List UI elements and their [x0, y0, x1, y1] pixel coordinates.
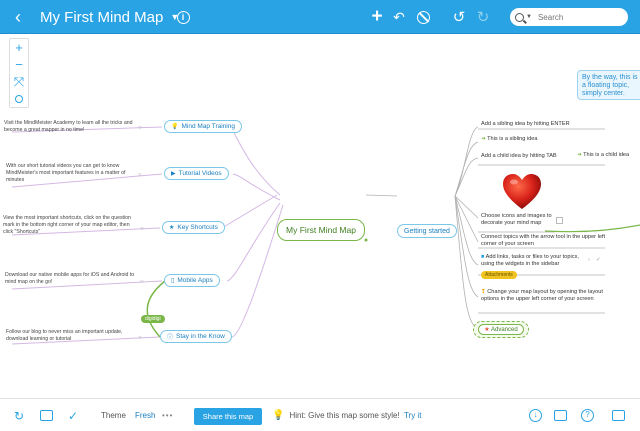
top-toolbar: ‹ My First Mind Map ▼ i + ↶ ↺ ↻ ▼: [0, 0, 640, 34]
fit-screen-button[interactable]: ⤧: [13, 74, 25, 89]
desc-mobile-apps: Download our native mobile apps for iOS …: [5, 272, 135, 285]
arrow-right-icon: ➜: [577, 152, 582, 158]
help-icon: ?: [581, 409, 594, 422]
theme-label: Theme: [101, 411, 126, 420]
lightbulb-icon: 💡: [272, 410, 285, 421]
collapse-toggle[interactable]: ○: [138, 125, 142, 131]
collapse-toggle[interactable]: ○: [140, 279, 144, 285]
monitor-icon: [40, 410, 53, 421]
info-button[interactable]: i: [174, 0, 192, 34]
node-advanced[interactable]: ★ Advanced: [473, 321, 529, 338]
add-topic-button[interactable]: +: [371, 6, 383, 27]
checkmark-icon[interactable]: ✓: [596, 257, 601, 263]
print-button[interactable]: [554, 399, 567, 431]
phone-icon: ▯: [171, 278, 175, 284]
back-arrow-icon[interactable]: ‹: [15, 6, 21, 27]
map-title: My First Mind Map: [40, 8, 164, 26]
theme-value[interactable]: Fresh: [135, 411, 156, 420]
arrow-right-icon: ➜: [481, 136, 486, 142]
desc-key-shortcuts: View the most important shortcuts, click…: [3, 215, 131, 235]
item-sibling-idea[interactable]: ➜ This is a sibling idea: [481, 136, 538, 142]
center-button[interactable]: [10, 90, 28, 107]
zoom-in-button[interactable]: +: [15, 40, 23, 55]
star-icon: ★: [169, 225, 175, 231]
zoom-out-button[interactable]: −: [15, 57, 23, 72]
delete-button[interactable]: [414, 0, 432, 34]
connect-arrow-button[interactable]: ↶: [393, 8, 405, 25]
desc-stay-in-the-know: Follow our blog to never miss an importa…: [6, 329, 123, 342]
root-topic[interactable]: My First Mind Map: [277, 219, 365, 241]
download-button[interactable]: ↓: [529, 399, 542, 431]
chevron-down-icon: ▼: [526, 14, 532, 20]
map-title-dropdown[interactable]: My First Mind Map ▼: [40, 0, 179, 34]
chevron-down-icon: ▼: [170, 12, 180, 22]
desc-mind-map-training: Visit the MindMeister Academy to learn a…: [4, 120, 133, 133]
mind-map-canvas[interactable]: + − ⤧ By the way, this is a floating top…: [0, 35, 640, 398]
tasks-button[interactable]: ✓: [68, 408, 79, 423]
item-connect-topics[interactable]: Connect topics with the arrow tool in th…: [481, 234, 606, 247]
info-icon: ⓘ: [167, 335, 174, 341]
printer-icon: [554, 410, 567, 421]
center-icon: [15, 95, 23, 103]
more-themes-button[interactable]: •••: [162, 411, 174, 420]
note-icon: [556, 217, 563, 224]
presentation-button[interactable]: [40, 399, 53, 431]
collapse-toggle[interactable]: ○: [138, 172, 142, 178]
sidebar-toggle-button[interactable]: [612, 399, 625, 431]
search-box[interactable]: ▼: [510, 8, 628, 26]
attachments-tag[interactable]: Attachments: [481, 271, 517, 279]
item-add-links[interactable]: ■ Add links, tasks or files to your topi…: [481, 254, 579, 267]
search-icon: [515, 12, 524, 22]
item-child-idea[interactable]: ➜ This is a child idea: [577, 152, 630, 158]
node-tutorial-videos[interactable]: ▶Tutorial Videos: [164, 167, 229, 180]
item-add-child[interactable]: Add a child idea by hitting TAB: [481, 153, 557, 159]
item-add-sibling[interactable]: Add a sibling idea by hitting ENTER: [481, 121, 570, 127]
try-it-link[interactable]: Try it: [403, 411, 422, 420]
star-icon: ★: [484, 327, 490, 333]
item-icons-images[interactable]: Choose icons and images to decorate your…: [481, 213, 552, 226]
node-mobile-apps[interactable]: ▯Mobile Apps: [164, 274, 220, 287]
lightbulb-icon: ❢: [481, 289, 486, 295]
hint-text: 💡Hint: Give this map some style! Try it: [272, 410, 422, 421]
block-icon: [416, 10, 430, 24]
collapse-toggle[interactable]: ○: [140, 226, 144, 232]
node-mind-map-training[interactable]: 💡Mind Map Training: [164, 120, 242, 133]
node-getting-started[interactable]: Getting started: [397, 224, 457, 238]
lightbulb-icon: 💡: [171, 124, 179, 130]
floating-topic[interactable]: By the way, this is a floating topic, si…: [577, 70, 640, 100]
zoom-panel: + − ⤧: [9, 38, 29, 108]
share-button[interactable]: Share this map: [194, 408, 262, 425]
item-change-layout[interactable]: ❢ Change your map layout by opening the …: [481, 289, 603, 302]
play-icon: ▶: [171, 171, 176, 177]
advanced-label: ★ Advanced: [478, 324, 524, 335]
desc-tutorial-videos: With our short tutorial videos you can g…: [6, 163, 126, 183]
connection-label[interactable]: digidigi: [141, 315, 165, 323]
node-key-shortcuts[interactable]: ★Key Shortcuts: [162, 221, 225, 234]
chevron-right-icon[interactable]: ›: [588, 257, 590, 263]
heart-image[interactable]: [502, 173, 542, 211]
sidebar-icon: [612, 410, 625, 421]
history-button[interactable]: ↻: [14, 408, 25, 423]
help-button[interactable]: ?: [581, 399, 594, 431]
info-icon: i: [176, 10, 190, 24]
download-icon: ↓: [529, 409, 542, 422]
redo-button[interactable]: ↻: [476, 9, 490, 26]
bottom-toolbar: ↻ ✓ Theme Fresh ••• Share this map 💡Hint…: [0, 398, 640, 431]
search-input[interactable]: [537, 12, 618, 22]
connection-lines: [11, 126, 640, 345]
undo-button[interactable]: ↺: [452, 9, 466, 26]
collapse-toggle[interactable]: ○: [138, 335, 142, 341]
widget-icon: ■: [481, 254, 485, 260]
